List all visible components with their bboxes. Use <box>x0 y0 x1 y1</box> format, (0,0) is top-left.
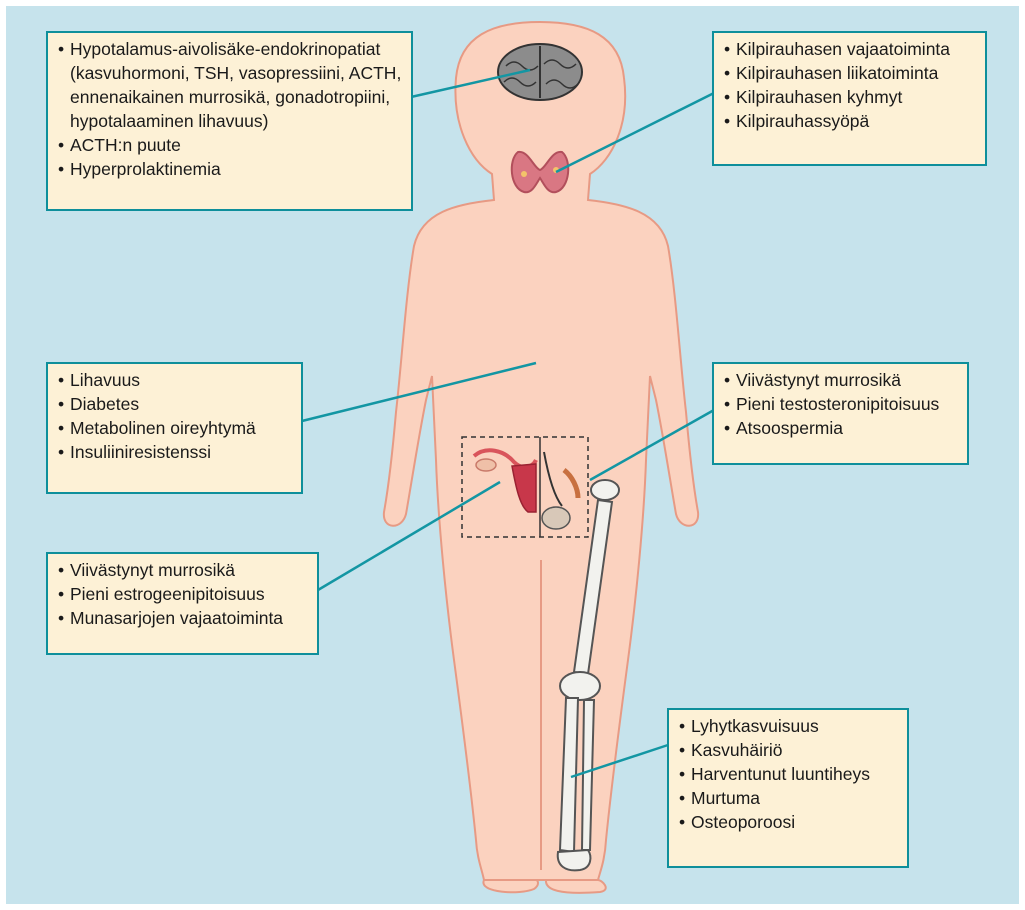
male-conditions-list: Viivästynyt murrosikäPieni testosteronip… <box>724 368 959 440</box>
thyroid-conditions-box: Kilpirauhasen vajaatoimintaKilpirauhasen… <box>712 31 987 166</box>
thyroid-condition-item: Kilpirauhasen liikatoiminta <box>724 61 977 85</box>
bone-conditions-list: LyhytkasvuisuusKasvuhäiriöHarventunut lu… <box>679 714 899 834</box>
metabolic-condition-item: Insuliiniresistenssi <box>58 440 293 464</box>
pituitary-conditions-box: Hypotalamus-aivolisäke-endokrinopatiat (… <box>46 31 413 211</box>
female-conditions-list: Viivästynyt murrosikäPieni estrogeenipit… <box>58 558 309 630</box>
female-condition-item: Viivästynyt murrosikä <box>58 558 309 582</box>
thyroid-condition-item: Kilpirauhasen kyhmyt <box>724 85 977 109</box>
female-condition-item: Munasarjojen vajaatoiminta <box>58 606 309 630</box>
male-condition-item: Viivästynyt murrosikä <box>724 368 959 392</box>
metabolic-condition-item: Lihavuus <box>58 368 293 392</box>
pituitary-condition-item: Hypotalamus-aivolisäke-endokrinopatiat (… <box>58 37 403 133</box>
body-silhouette <box>384 22 698 893</box>
pituitary-condition-item: Hyperprolaktinemia <box>58 157 403 181</box>
thyroid-condition-item: Kilpirauhasen vajaatoiminta <box>724 37 977 61</box>
male-condition-item: Atsoospermia <box>724 416 959 440</box>
bone-condition-item: Harventunut luuntiheys <box>679 762 899 786</box>
pituitary-conditions-list: Hypotalamus-aivolisäke-endokrinopatiat (… <box>58 37 403 181</box>
brain-icon <box>498 44 582 100</box>
metabolic-conditions-box: LihavuusDiabetesMetabolinen oireyhtymäIn… <box>46 362 303 494</box>
metabolic-conditions-list: LihavuusDiabetesMetabolinen oireyhtymäIn… <box>58 368 293 464</box>
bone-condition-item: Murtuma <box>679 786 899 810</box>
metabolic-condition-item: Metabolinen oireyhtymä <box>58 416 293 440</box>
thyroid-condition-item: Kilpirauhassyöpä <box>724 109 977 133</box>
metabolic-condition-item: Diabetes <box>58 392 293 416</box>
male-conditions-box: Viivästynyt murrosikäPieni testosteronip… <box>712 362 969 465</box>
female-condition-item: Pieni estrogeenipitoisuus <box>58 582 309 606</box>
bone-condition-item: Kasvuhäiriö <box>679 738 899 762</box>
bone-condition-item: Osteoporoosi <box>679 810 899 834</box>
female-conditions-box: Viivästynyt murrosikäPieni estrogeenipit… <box>46 552 319 655</box>
male-condition-item: Pieni testosteronipitoisuus <box>724 392 959 416</box>
bone-conditions-box: LyhytkasvuisuusKasvuhäiriöHarventunut lu… <box>667 708 909 868</box>
pituitary-condition-item: ACTH:n puute <box>58 133 403 157</box>
bone-condition-item: Lyhytkasvuisuus <box>679 714 899 738</box>
thyroid-conditions-list: Kilpirauhasen vajaatoimintaKilpirauhasen… <box>724 37 977 133</box>
